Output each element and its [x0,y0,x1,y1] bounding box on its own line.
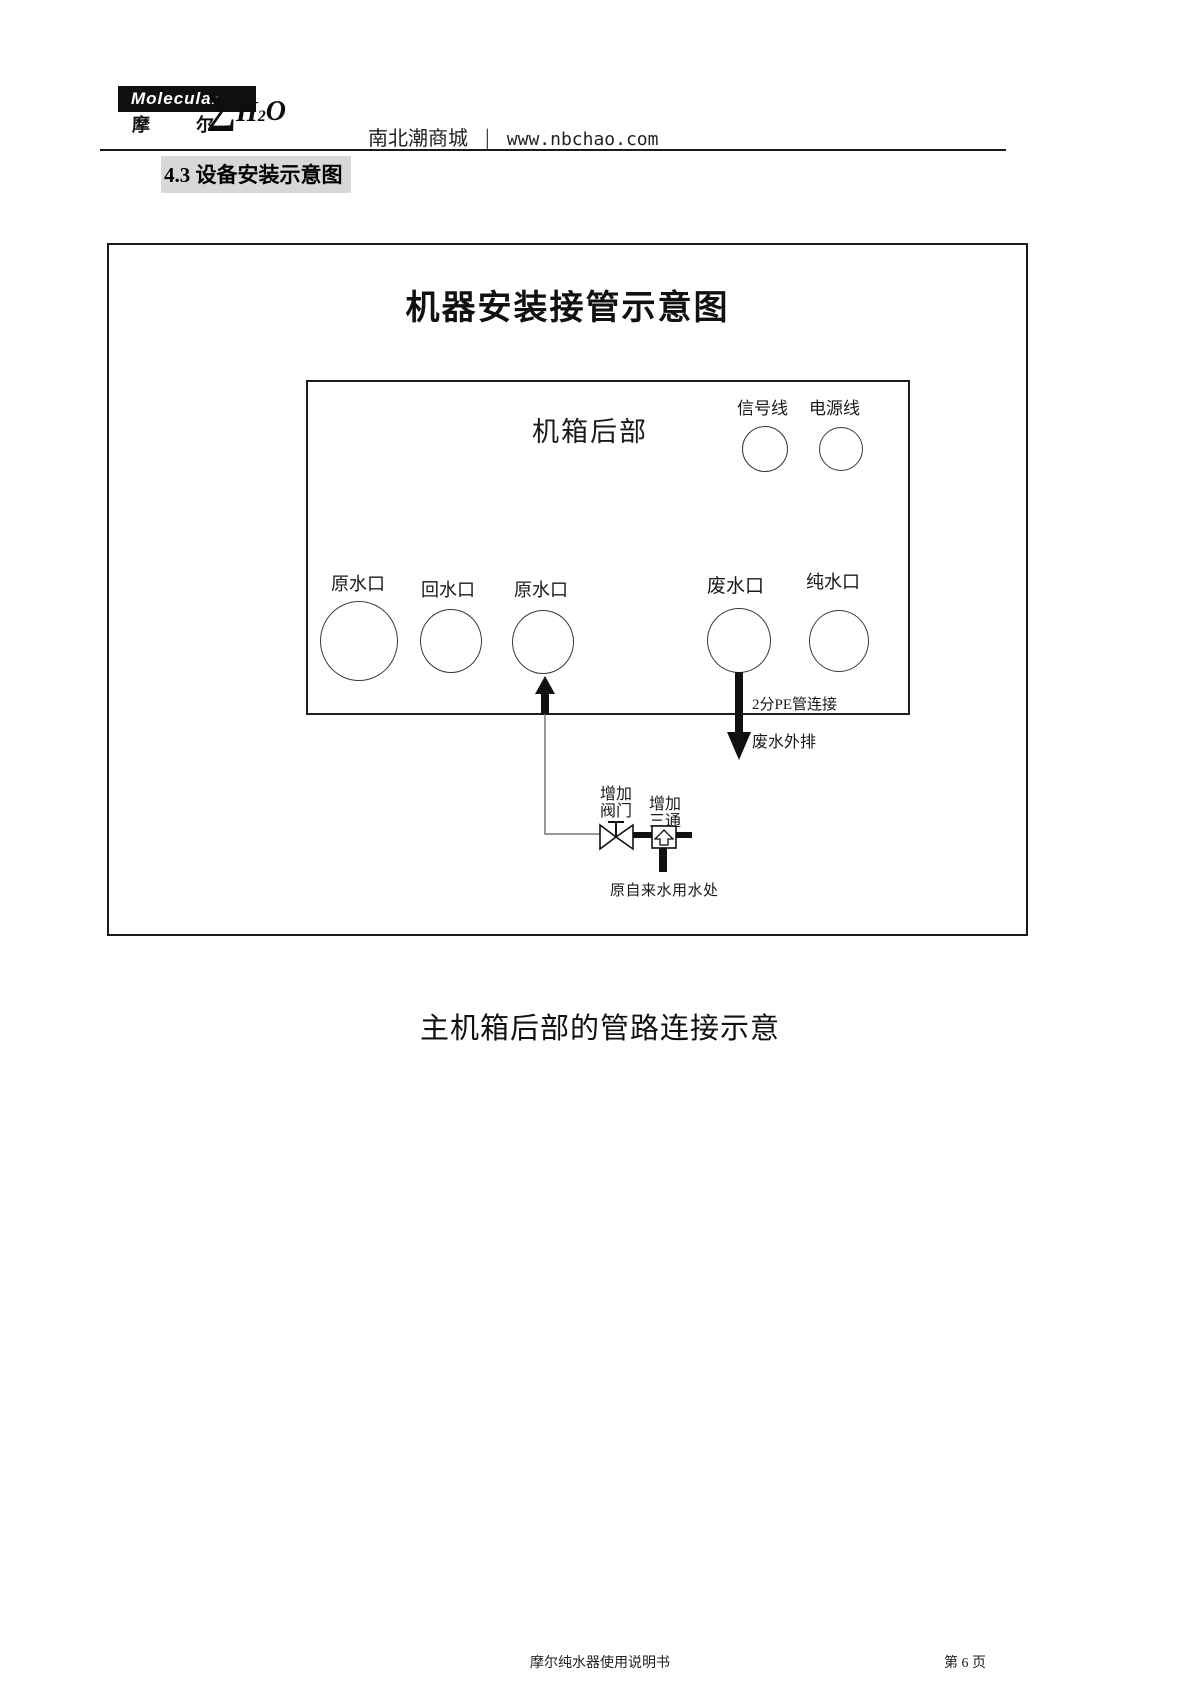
pe-pipe-note: 2分PE管连接 [752,697,838,713]
tap-water-source-note: 原自来水用水处 [610,883,719,899]
footer-doc-title: 摩尔纯水器使用说明书 [530,1656,670,1671]
cabinet-rear-label: 机箱后部 [532,417,648,447]
add-tee-note-line2: 三通 [648,813,681,830]
power-line-label: 电源线 [809,399,860,418]
power-line-port [819,427,863,471]
pure-water-port [809,610,869,672]
sigma-glyph: ∑ [206,86,236,132]
logo-molecular-banner: Molecular [118,86,256,112]
formula-o: O [265,96,286,127]
diagram-title: 机器安装接管示意图 [405,289,730,327]
add-tee-note: 增加 三通 [645,796,685,830]
signal-line-label: 信号线 [737,399,788,418]
up-arrow-icon [535,676,555,694]
pure-water-port-label: 纯水口 [806,572,860,592]
add-valve-note: 增加 阀门 [596,786,636,820]
up-arrow-shaft [541,692,549,715]
waste-discharge-note: 废水外排 [752,734,817,751]
store-name: 南北潮商城 [368,128,468,150]
logo-cn-char-right: 尔 [196,115,214,135]
logo-cn-char-left: 摩 [132,115,150,135]
logo-brand-en: Molecular [131,89,220,108]
tee-up-arrow [653,829,675,846]
footer-page-number: 第 6 页 [944,1656,986,1671]
figure-caption: 主机箱后部的管路连接示意 [419,1013,780,1045]
diagram-outer-frame [107,243,1028,936]
supply-line [544,714,600,835]
raw-water-port-label-2: 原水口 [514,580,568,600]
waste-down-arrow-icon [727,732,751,760]
waste-pipe [735,672,743,733]
formula-h: H [235,97,258,128]
piping-diagram [535,672,751,872]
formula-subscript: 2 [257,108,266,125]
cabinet-rear-panel [306,380,910,715]
valve-icon-left [599,823,618,851]
logo-brand-cn: 摩 尔 [132,111,214,137]
site-url: www.nbchao.com [506,129,659,150]
section-heading: 4.3 设备安装示意图 [161,156,351,193]
header-separator: │ [481,129,494,149]
raw-water-port-2 [512,610,574,674]
raw-water-port-1 [320,601,398,681]
tee-stem-pipe [659,848,667,872]
valve-icon-right [614,823,634,851]
add-valve-note-line2: 阀门 [599,803,632,820]
signal-line-port [742,426,788,472]
header-divider [100,149,1006,151]
add-valve-note-line1: 增加 [599,786,632,803]
raw-water-port-label-1: 原水口 [331,574,385,594]
waste-water-port [707,608,771,673]
site-header: 南北潮商城 │ www.nbchao.com [368,122,658,151]
waste-water-port-label: 废水口 [707,576,765,597]
return-water-port-label: 回水口 [421,580,475,600]
return-water-port [420,609,482,673]
add-tee-note-line1: 增加 [648,796,681,813]
